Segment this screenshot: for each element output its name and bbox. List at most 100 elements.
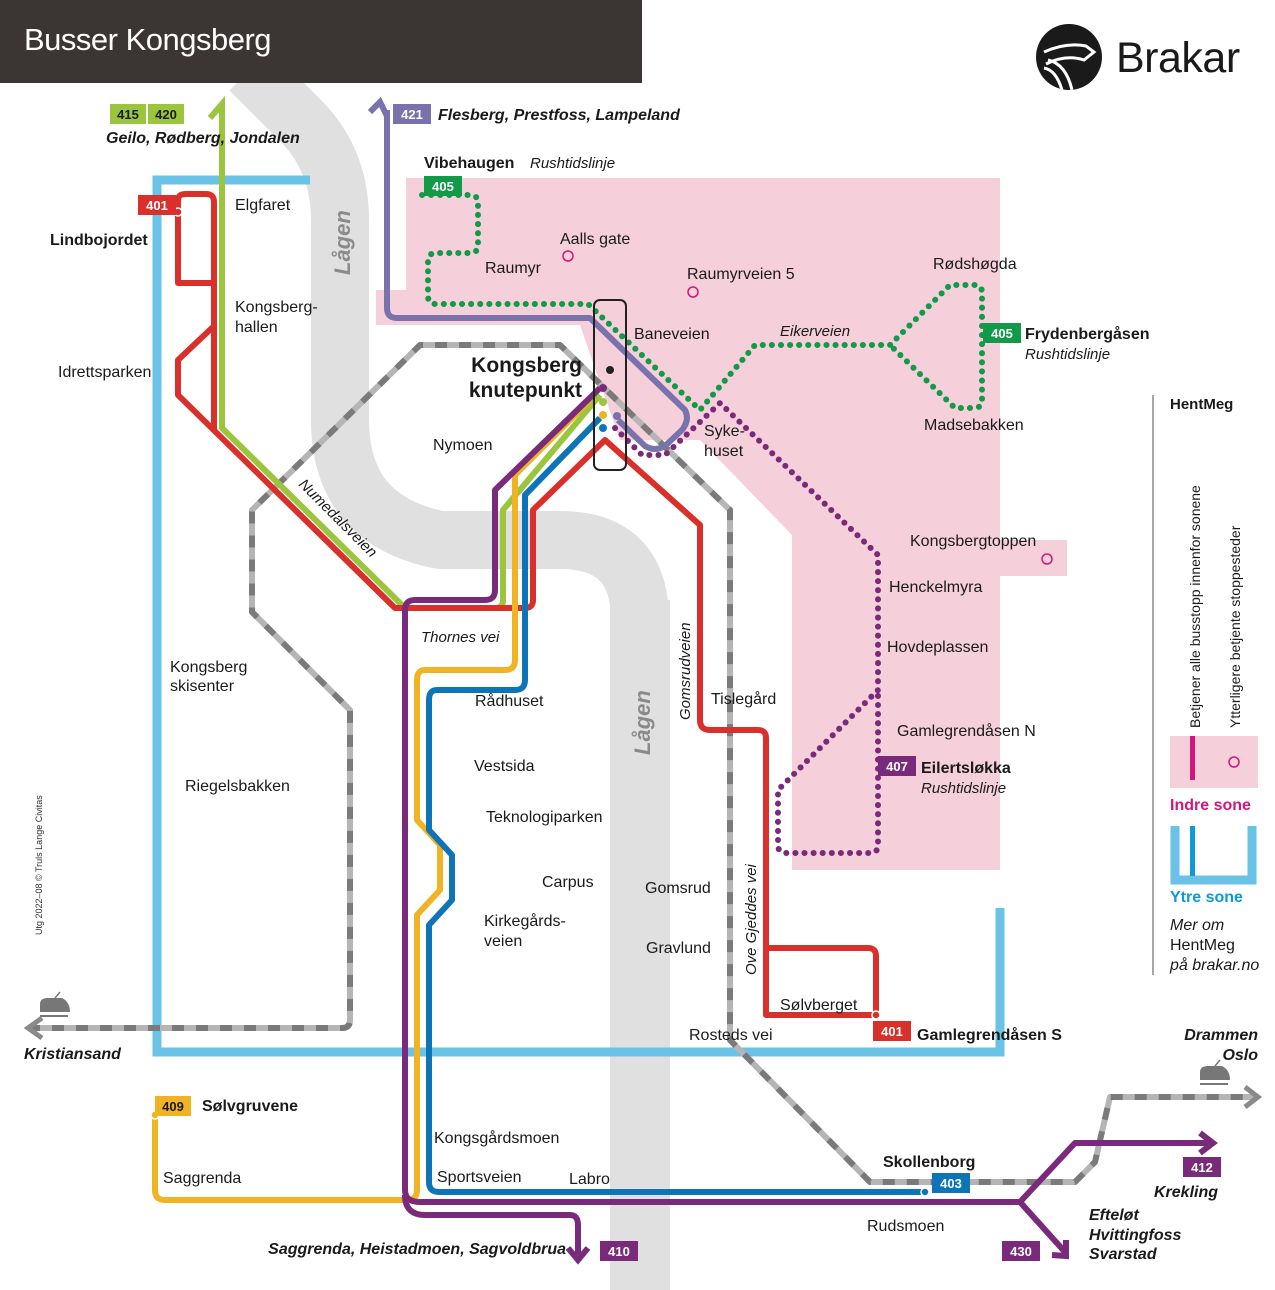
hentmeg-point-aalls-gate[interactable]: [562, 250, 574, 262]
arrow-415-420: [207, 95, 225, 120]
route-401-line: [175, 191, 879, 1018]
stop-gamlegrendasen-n[interactable]: Gamlegrendåsen N: [897, 722, 1036, 740]
stop-gomsrud[interactable]: Gomsrud: [645, 880, 711, 897]
stop-henckelmyra[interactable]: Henckelmyra: [889, 579, 982, 596]
stop-riegelsbakken[interactable]: Riegelsbakken: [185, 778, 290, 795]
svg-text:407: 407: [886, 759, 908, 774]
svg-text:409: 409: [162, 1099, 184, 1114]
badge-403[interactable]: 403: [932, 1173, 970, 1193]
hub-dot: [606, 366, 614, 374]
outer-zone: [152, 175, 1005, 1057]
stop-kongsberg-knutepunkt-2[interactable]: knutepunkt: [469, 379, 582, 402]
railway: [28, 342, 1255, 1185]
stop-saggrenda[interactable]: Saggrenda: [163, 1170, 241, 1187]
hub-dot: [613, 412, 621, 420]
dest-svarstad: Svarstad: [1089, 1246, 1158, 1263]
legend-hentmeg: HentMeg Betjener alle busstopp innenfor …: [1152, 395, 1259, 975]
knutepunkt-hub-box[interactable]: [593, 299, 627, 471]
legend-col2: Ytterligere betjente stoppesteder: [1227, 525, 1243, 728]
river-lagen: [229, 49, 669, 622]
svg-text:410: 410: [608, 1244, 630, 1259]
stop-madsebakken[interactable]: Madsebakken: [924, 417, 1024, 434]
stop-kongsbergtoppen[interactable]: Kongsbergtoppen: [910, 533, 1036, 550]
stop-raumyrveien-5[interactable]: Raumyrveien 5: [687, 266, 795, 283]
badge-405-vibehaugen[interactable]: 405: [424, 176, 462, 196]
badge-420[interactable]: 420: [148, 104, 184, 124]
hub-dot: [599, 384, 607, 392]
stop-hovdeplassen[interactable]: Hovdeplassen: [887, 639, 988, 656]
stop-rudsmoen[interactable]: Rudsmoen: [867, 1218, 944, 1235]
svg-text:401: 401: [146, 198, 168, 213]
stop-kirkegardsveien[interactable]: Kirkegårds-: [484, 912, 566, 930]
stop-eilertslokka[interactable]: Eilertsløkka: [921, 760, 1011, 777]
badge-407[interactable]: 407: [878, 756, 916, 776]
stop-sykehuset[interactable]: Syke-: [704, 423, 745, 440]
stop-frydenbergasen[interactable]: Frydenbergåsen: [1025, 325, 1149, 343]
arrow-410: [565, 1246, 591, 1265]
brand-logo: Brakar: [1036, 24, 1256, 90]
arrow-412: [1198, 1130, 1218, 1156]
stop-solvgruvene[interactable]: Sølvgruvene: [202, 1098, 298, 1115]
stop-sportsveien[interactable]: Sportsveien: [437, 1169, 522, 1186]
stop-labro[interactable]: Labro: [569, 1171, 610, 1188]
hub-dot: [599, 398, 607, 406]
badge-415[interactable]: 415: [110, 104, 146, 124]
stop-raumyr[interactable]: Raumyr: [485, 260, 542, 277]
stop-idrettsparken[interactable]: Idrettsparken: [58, 364, 151, 381]
stop-teknologiparken[interactable]: Teknologiparken: [486, 809, 603, 826]
badge-401-lindbojordet[interactable]: 401: [138, 195, 176, 215]
stop-kirkegardsveien-2[interactable]: veien: [484, 933, 522, 950]
dest-efteloet: Efteløt: [1089, 1207, 1139, 1224]
stop-rodshogda[interactable]: Rødshøgda: [933, 256, 1017, 273]
dest-oslo: Oslo: [1222, 1047, 1258, 1064]
stop-aalls-gate[interactable]: Aalls gate: [560, 231, 630, 248]
train-icon: [1200, 1059, 1230, 1085]
badge-405-frydenbergasen[interactable]: 405: [983, 323, 1021, 343]
stop-kongsberg-skisenter[interactable]: Kongsberg: [170, 659, 247, 676]
badge-410[interactable]: 410: [600, 1241, 638, 1261]
stop-gamlegrendasen-s[interactable]: Gamlegrendåsen S: [917, 1026, 1062, 1044]
dest-hvittingfoss: Hvittingfoss: [1089, 1227, 1182, 1244]
stop-sykehuset-2[interactable]: huset: [704, 443, 744, 460]
svg-text:405: 405: [991, 326, 1013, 341]
route-405-line: [419, 192, 985, 415]
brand-name: Brakar: [1116, 34, 1240, 82]
stop-tislegard[interactable]: Tislegård: [711, 690, 776, 708]
stop-kongsberg-knutepunkt[interactable]: Kongsberg: [471, 354, 582, 377]
arrow-421: [367, 96, 390, 118]
badge-412[interactable]: 412: [1183, 1157, 1221, 1177]
dest-drammen: Drammen: [1184, 1027, 1258, 1044]
stop-solvberget[interactable]: Sølvberget: [780, 997, 858, 1014]
route-407-line: [612, 398, 881, 856]
badge-430[interactable]: 430: [1002, 1241, 1040, 1261]
stop-kongsgardsmoen[interactable]: Kongsgårdsmoen: [434, 1129, 559, 1147]
stop-lindbojordet[interactable]: Lindbojordet: [50, 232, 148, 249]
svg-text:401: 401: [881, 1024, 903, 1039]
stop-carpus[interactable]: Carpus: [542, 874, 594, 891]
svg-text:405: 405: [432, 179, 454, 194]
stop-baneveien[interactable]: Baneveien: [634, 326, 710, 343]
stop-elgfaret[interactable]: Elgfaret: [235, 197, 291, 214]
hentmeg-point-kongsbergtoppen[interactable]: [1041, 553, 1053, 565]
badge-401-gamlegrendasen[interactable]: 401: [873, 1021, 911, 1041]
stop-rosteds-vei[interactable]: Rosteds vei: [689, 1027, 773, 1044]
badge-409[interactable]: 409: [155, 1096, 191, 1116]
hub-dot: [599, 424, 607, 432]
stop-kongsberghallen-2[interactable]: hallen: [235, 319, 278, 336]
badge-421[interactable]: 421: [393, 104, 431, 124]
road-gomsrudveien: Gomsrudveien: [677, 622, 694, 720]
stop-nymoen[interactable]: Nymoen: [433, 437, 493, 454]
copyright: Utg 2022–08 © Truls Lange Civitas: [34, 795, 44, 935]
hentmeg-point-raumyrveien-5[interactable]: [687, 286, 699, 298]
stop-skollenborg[interactable]: Skollenborg: [883, 1154, 975, 1171]
stop-kongsberghallen[interactable]: Kongsberg-: [235, 299, 318, 316]
note-eilertslokka-rushtid: Rushtidslinje: [921, 780, 1006, 797]
stop-gravlund[interactable]: Gravlund: [646, 940, 711, 957]
stop-vibehaugen[interactable]: Vibehaugen: [424, 155, 514, 172]
stop-dot-gamlegrendasen-s: [871, 1010, 881, 1020]
inner-zone: [376, 178, 1067, 870]
stop-kongsberg-skisenter-2[interactable]: skisenter: [170, 678, 235, 695]
road-ove-gjeddes-vei: Ove Gjeddes vei: [743, 863, 760, 975]
stop-radhuset[interactable]: Rådhuset: [475, 692, 544, 710]
stop-vestsida[interactable]: Vestsida: [474, 758, 535, 775]
